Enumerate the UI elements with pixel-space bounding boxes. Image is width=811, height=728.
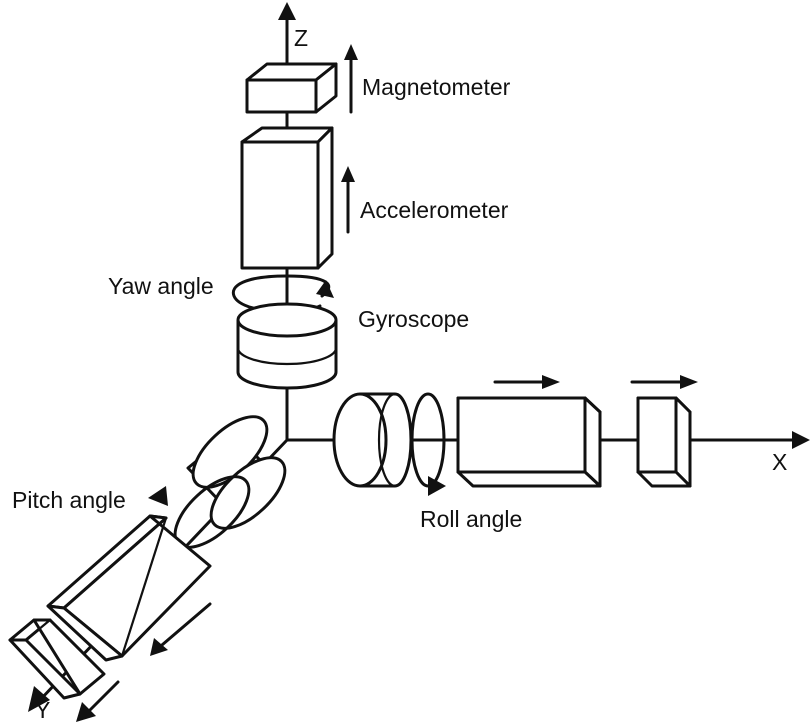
accelerometer-label: Accelerometer (360, 197, 509, 223)
magnetometer-block-z (245, 62, 338, 114)
accelerometer-x-arrow (493, 375, 560, 389)
roll-rotation-arrow (410, 392, 446, 496)
magnetometer-block-y (8, 618, 106, 700)
gyroscope-cylinder-x (332, 392, 413, 488)
x-axis-label: X (772, 449, 787, 475)
z-axis-label: Z (294, 25, 308, 51)
magnetometer-label: Magnetometer (362, 74, 511, 100)
gyroscope-cylinder-z (236, 302, 338, 390)
yaw-angle-label: Yaw angle (108, 273, 214, 299)
accelerometer-block-x (456, 396, 602, 488)
roll-angle-label: Roll angle (420, 506, 522, 532)
pitch-angle-label: Pitch angle (12, 487, 126, 513)
accelerometer-block-y (46, 514, 212, 662)
accelerometer-block-z (240, 126, 334, 270)
magnetometer-x-arrow (630, 375, 698, 389)
magnetometer-z-arrow (344, 44, 358, 114)
accelerometer-y-arrow (150, 602, 212, 656)
magnetometer-block-x (636, 396, 692, 488)
accelerometer-z-arrow (341, 166, 355, 234)
magnetometer-y-arrow (76, 680, 120, 722)
gyroscope-cylinder-y (186, 415, 287, 530)
gyroscope-label: Gyroscope (358, 306, 469, 332)
y-axis-label: Y (35, 697, 50, 723)
